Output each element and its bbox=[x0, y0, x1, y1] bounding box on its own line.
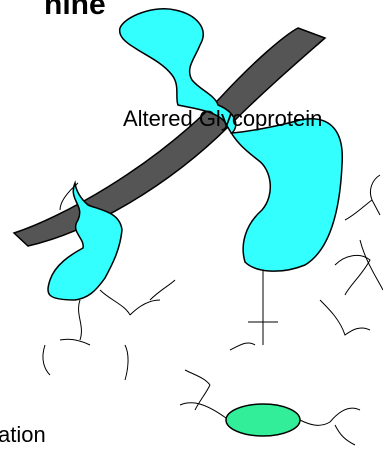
bottom-label-fragment: ation bbox=[0, 424, 46, 446]
glycoprotein-label: Altered Glycoprotein bbox=[123, 108, 322, 130]
green-oval bbox=[226, 404, 300, 436]
title-fragment: nine bbox=[44, 0, 106, 20]
